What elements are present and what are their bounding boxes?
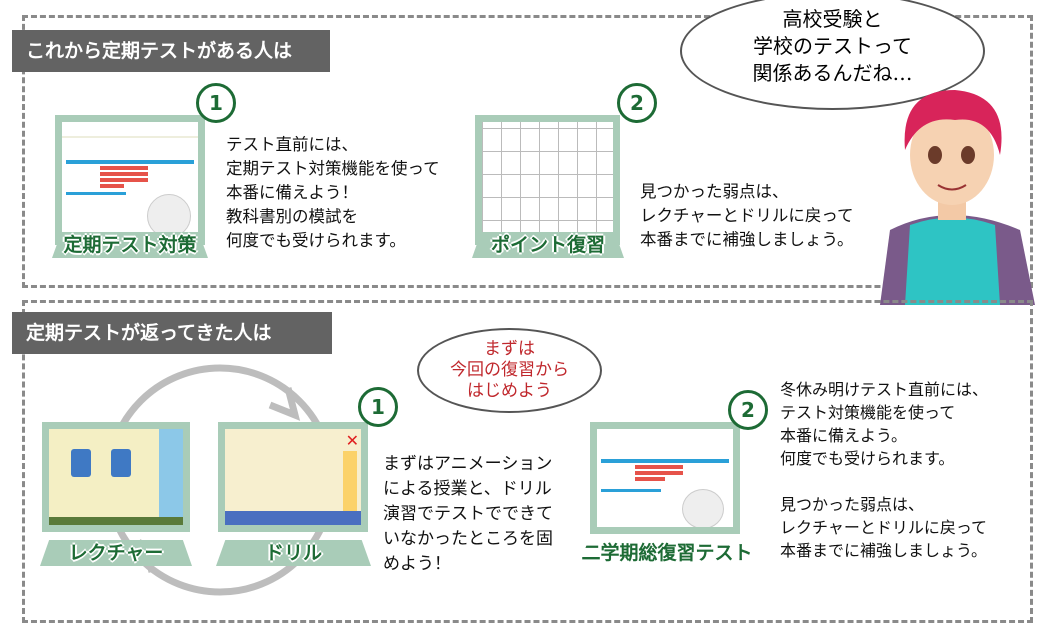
section-upcoming-test [22, 15, 1033, 288]
test-prep-screenshot [55, 115, 205, 245]
term-review-test-label: 二学期総復習テスト [581, 542, 753, 564]
test-prep-description: テスト直前には、 定期テスト対策機能を使って 本番に備えよう！ 教科書別の模試を… [226, 135, 440, 250]
student-character-illustration [880, 90, 1035, 305]
term-review-description: 冬休み明けテスト直前には、 テスト対策機能を使って 本番に備えよう。 何度でも受… [780, 380, 989, 560]
drill-screenshot: ✕ [218, 422, 368, 532]
section-returned-test [22, 300, 1033, 623]
review-speech-bubble: まずは 今回の復習から はじめよう [417, 328, 602, 413]
section-header: これから定期テストがある人は [12, 30, 330, 72]
character-speech-bubble: 高校受験と 学校のテストって 関係あるんだね… [680, 0, 985, 110]
test-prep-label: 定期テスト対策 [52, 232, 208, 258]
lecture-screenshot [42, 422, 190, 532]
lecture-drill-description: まずはアニメーション による授業と、ドリル 演習でテストでできて いなかったとこ… [383, 454, 553, 574]
step-badge: 1 [196, 83, 236, 123]
point-review-screenshot [475, 115, 620, 245]
section-header: 定期テストが返ってきた人は [12, 312, 332, 354]
point-review-description: 見つかった弱点は、 レクチャーとドリルに戻って 本番までに補強しましょう。 [640, 182, 854, 249]
lecture-label: レクチャー [40, 540, 192, 566]
step-badge: 2 [617, 83, 657, 123]
step-badge: 2 [728, 390, 768, 430]
step-badge: 1 [358, 387, 398, 427]
drill-label: ドリル [216, 540, 371, 566]
point-review-label: ポイント復習 [472, 232, 624, 258]
term-review-test-screenshot [590, 422, 740, 534]
